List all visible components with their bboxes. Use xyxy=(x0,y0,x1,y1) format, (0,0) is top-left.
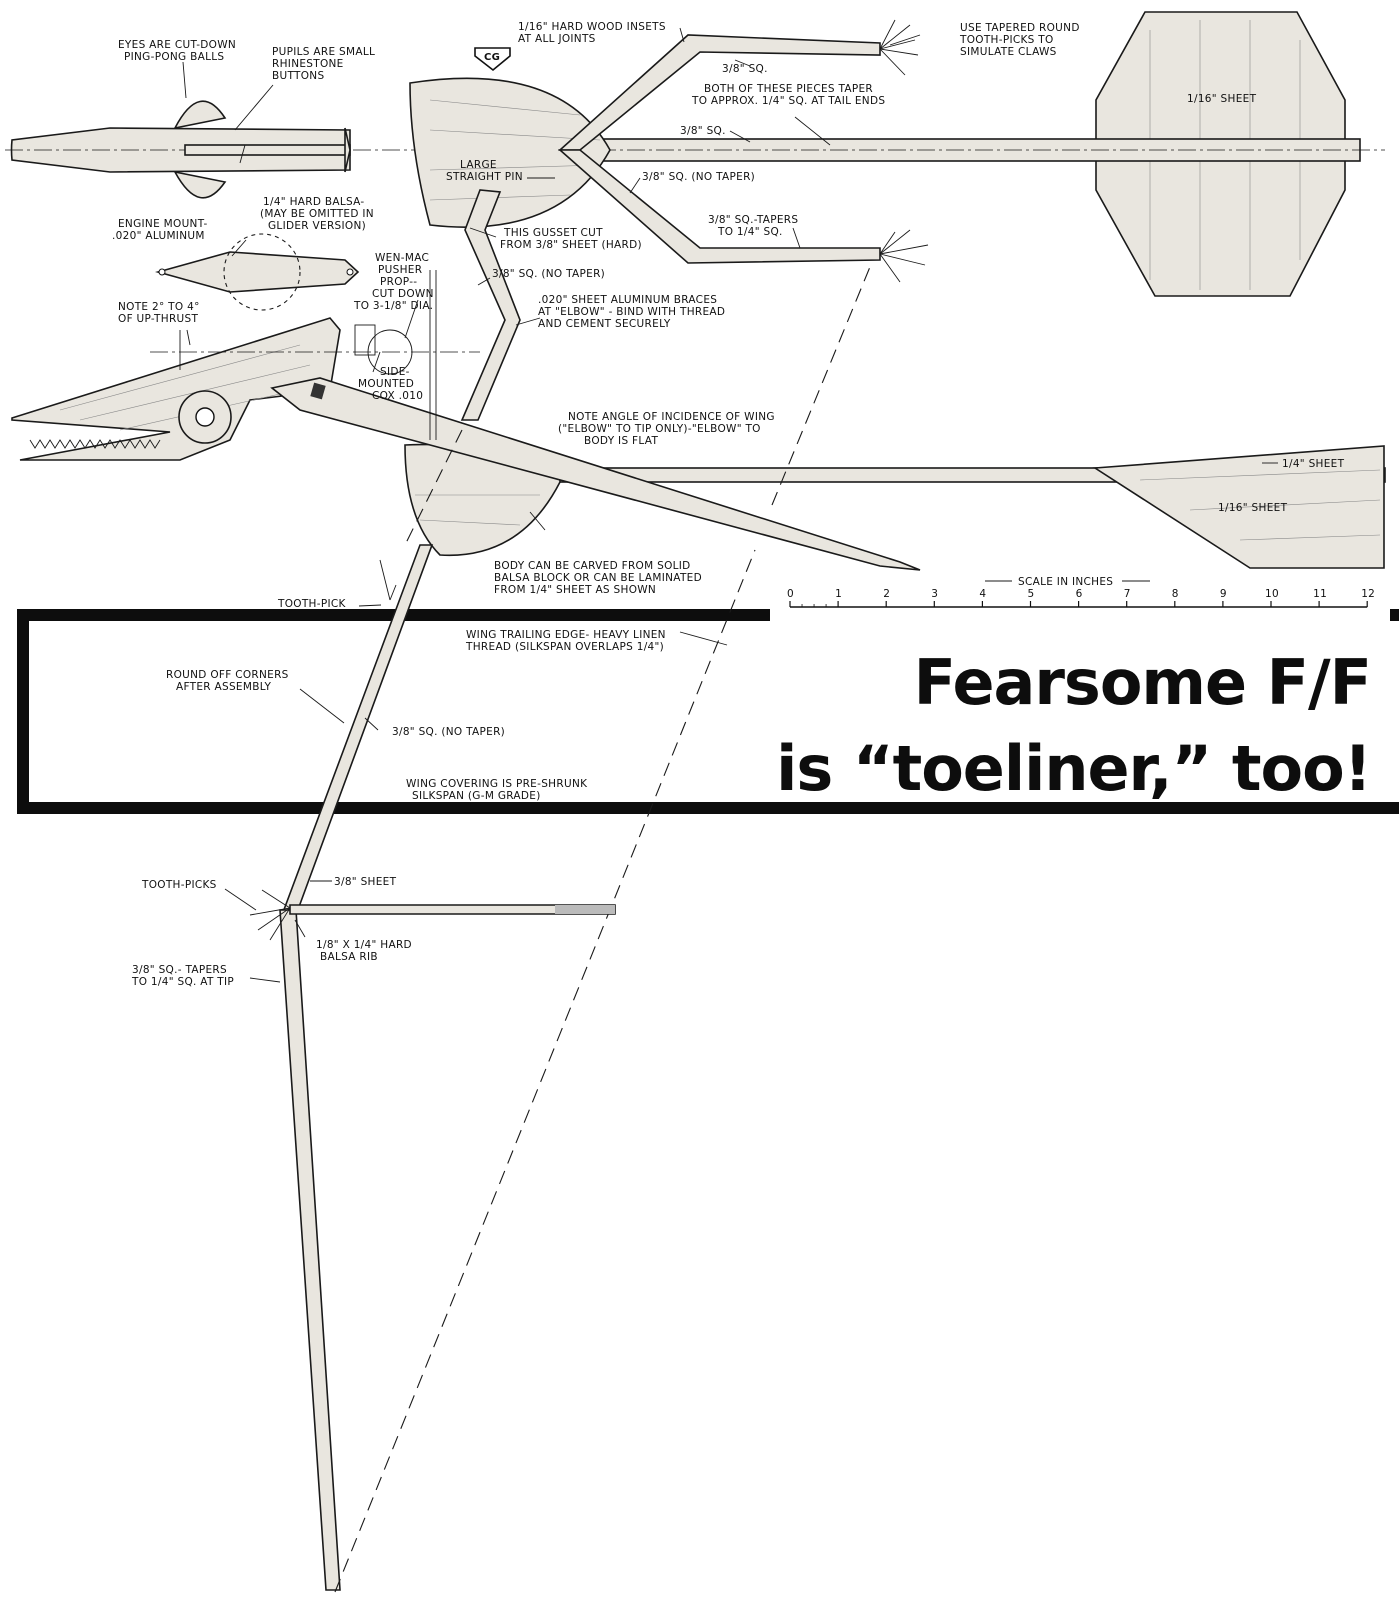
wing-root-toothpick xyxy=(379,559,397,601)
note-notaper-leg: 3/8" SQ. (NO TAPER) xyxy=(492,268,605,280)
title-frame xyxy=(17,596,1399,814)
scale-tick-label: 8 xyxy=(1172,588,1179,600)
cg-marker: CG xyxy=(474,47,511,72)
scale-tick-label: 1 xyxy=(835,588,842,600)
note-sheet38: 3/8" SHEET xyxy=(334,876,397,888)
note-sq38-top: 3/8" SQ. xyxy=(722,63,768,75)
scale-tick-label: 2 xyxy=(883,588,890,600)
headline-line-1: Fearsome F/F xyxy=(913,646,1372,719)
note-sq38-mid: 3/8" SQ. xyxy=(680,125,726,137)
scale-tick-label: 3 xyxy=(931,588,938,600)
side-teeth xyxy=(29,439,161,449)
note-toothpick: TOOTH-PICK xyxy=(277,598,347,610)
scale-tick-label: 5 xyxy=(1028,588,1035,600)
scale-label: SCALE IN INCHES xyxy=(1018,576,1113,588)
side-head xyxy=(11,317,341,461)
wing-tip-toothpicks xyxy=(249,889,291,941)
note-incidence: NOTE ANGLE OF INCIDENCE OF WING("ELBOW" … xyxy=(558,411,775,447)
top-claws-lower xyxy=(879,229,929,283)
scale-tick-label: 4 xyxy=(979,588,986,600)
scale-tick-label: 11 xyxy=(1313,588,1327,600)
scale-tick-label: 10 xyxy=(1265,588,1279,600)
note-notaper-wing: 3/8" SQ. (NO TAPER) xyxy=(392,726,505,738)
headline-line-2: is “toeliner,” too! xyxy=(776,732,1372,805)
scale-tick-label: 7 xyxy=(1124,588,1131,600)
side-wing-spar xyxy=(270,377,921,571)
side-engine xyxy=(354,270,437,440)
note-upthrust: NOTE 2° TO 4°OF UP-THRUST xyxy=(118,301,200,325)
scale-tick-label: 9 xyxy=(1220,588,1227,600)
scale-tick-label: 0 xyxy=(787,588,794,600)
note-notaper-right: 3/8" SQ. (NO TAPER) xyxy=(642,171,755,183)
note-sixteenth-sheet: 1/16" SHEET xyxy=(1218,502,1288,514)
top-view: CG xyxy=(5,11,1385,421)
scale-tick-label: 6 xyxy=(1076,588,1083,600)
leader-lines xyxy=(182,27,1278,983)
engine-mount-plate xyxy=(155,251,360,293)
side-view xyxy=(11,270,1386,571)
wing-plan xyxy=(249,261,873,1593)
note-tail-sheet: 1/16" SHEET xyxy=(1187,93,1257,105)
note-quarter-sheet: 1/4" SHEET xyxy=(1282,458,1345,470)
note-engine-mount: ENGINE MOUNT-.020" ALUMINUM xyxy=(112,218,208,242)
top-body xyxy=(409,77,611,228)
top-claws-upper xyxy=(879,19,919,76)
note-toothpicks: TOOTH-PICKS xyxy=(141,879,217,891)
cg-label: CG xyxy=(484,52,500,63)
scale-tick-label: 12 xyxy=(1361,588,1375,600)
